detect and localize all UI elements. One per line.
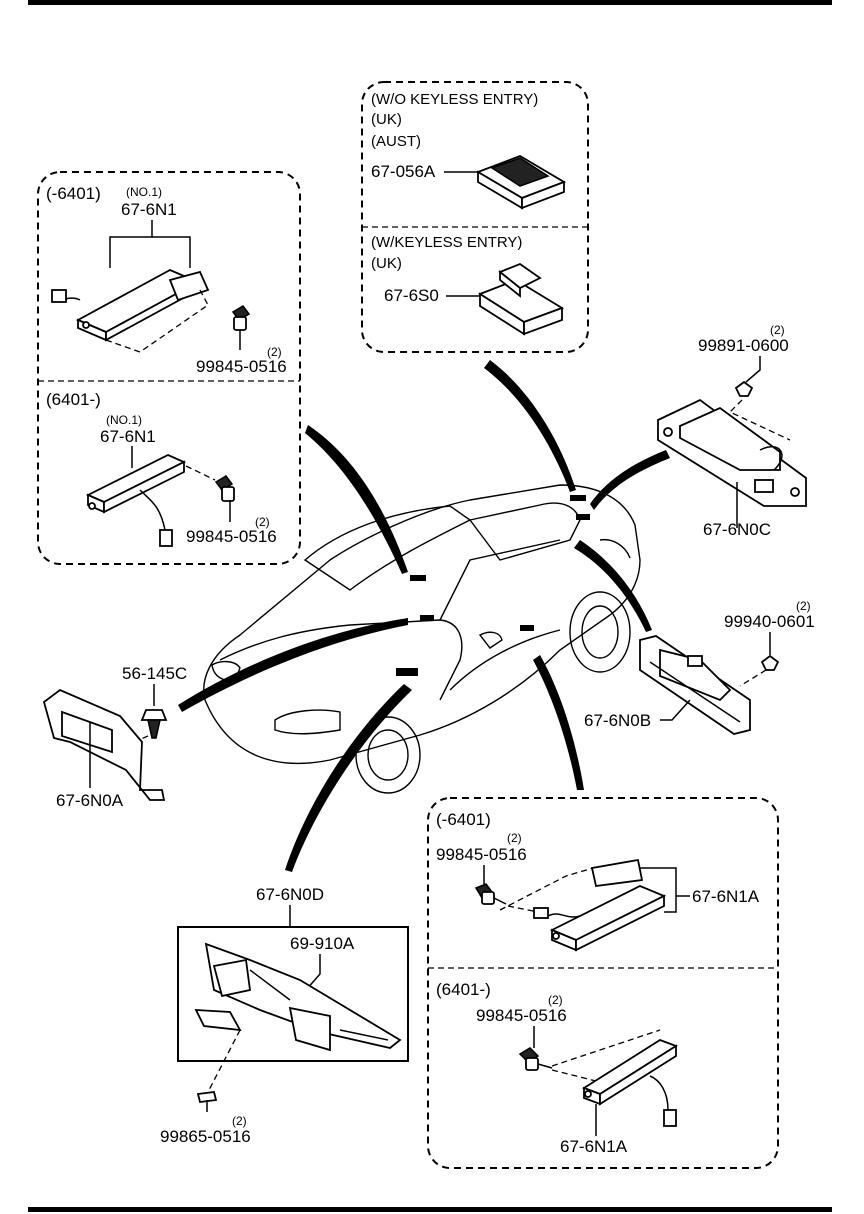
part-group-left: 56-145C 67-6N0A bbox=[42, 664, 187, 810]
clip-icon bbox=[140, 709, 168, 739]
housing-part-icon bbox=[194, 942, 402, 1052]
assembly-number: 67-6N0D bbox=[256, 885, 324, 904]
range-label: (6401-) bbox=[436, 980, 491, 999]
bottom-rule bbox=[28, 1207, 832, 1212]
qty-label: (2) bbox=[267, 345, 282, 359]
panel-bottom-right: (-6401) (2) 99845-0516 67-6N1A (6401-) (… bbox=[427, 797, 779, 1169]
bolt-icon bbox=[474, 883, 507, 905]
antenna-part-icon bbox=[581, 1039, 679, 1127]
screw-number: 99865-0516 bbox=[160, 1127, 251, 1146]
bolt-icon bbox=[518, 1047, 553, 1071]
part-number: 67-6N0C bbox=[703, 520, 771, 539]
antenna-part-icon bbox=[533, 858, 667, 952]
condition-label: (UK) bbox=[371, 111, 402, 128]
part-number: 67-6N1 bbox=[121, 200, 177, 219]
condition-label: (W/KEYLESS ENTRY) bbox=[371, 234, 522, 251]
no-label: (NO.1) bbox=[126, 185, 162, 199]
switch-part-icon bbox=[478, 262, 565, 336]
clip-number: 56-145C bbox=[122, 664, 187, 683]
range-label: (-6401) bbox=[436, 810, 491, 829]
nut-number: 99940-0601 bbox=[724, 612, 815, 631]
part-number: 67-056A bbox=[371, 162, 436, 181]
screw-icon bbox=[196, 1091, 218, 1112]
leader-swoosh bbox=[574, 540, 652, 632]
bolt-icon bbox=[214, 475, 235, 522]
bolt-icon bbox=[231, 305, 251, 350]
bracket-part-icon bbox=[639, 635, 751, 735]
car-illustration bbox=[203, 484, 641, 794]
leader-swoosh bbox=[484, 360, 576, 492]
qty-label: (2) bbox=[796, 599, 811, 613]
condition-label: (AUST) bbox=[371, 133, 421, 150]
part-number: 67-6N0B bbox=[584, 711, 651, 730]
panel-top-center: (W/O KEYLESS ENTRY) (UK) (AUST) 67-056A … bbox=[361, 81, 589, 353]
panel-bottom-center: 67-6N0D 69-910A (2) 99865-0516 bbox=[160, 885, 409, 1146]
qty-label: (2) bbox=[548, 993, 563, 1007]
panel-top-left: (-6401) (NO.1) 67-6N1 (2) 99845-0516 (64… bbox=[37, 171, 301, 565]
condition-label: (UK) bbox=[371, 255, 402, 272]
part-number: 67-6S0 bbox=[384, 286, 439, 305]
leader-swoosh bbox=[590, 450, 670, 510]
nut-icon bbox=[760, 654, 780, 671]
qty-label: (2) bbox=[232, 1114, 247, 1128]
bolt-number: 99845-0516 bbox=[196, 357, 287, 376]
bolt-number: 99845-0516 bbox=[436, 845, 527, 864]
bolt-number: 99845-0516 bbox=[476, 1006, 567, 1025]
bracket-part-icon bbox=[42, 688, 166, 801]
leader-swoosh bbox=[285, 684, 412, 872]
part-number: 67-6N1A bbox=[692, 887, 760, 906]
part-number: 67-6N0A bbox=[56, 791, 124, 810]
nut-icon bbox=[734, 380, 754, 397]
bolt-number: 99845-0516 bbox=[186, 527, 277, 546]
leader-swoosh bbox=[533, 655, 584, 790]
part-group-right-middle: (2) 99940-0601 67-6N0B bbox=[584, 599, 815, 735]
part-number: 67-6N1 bbox=[100, 427, 156, 446]
condition-label: (W/O KEYLESS ENTRY) bbox=[371, 91, 538, 108]
part-number: 67-6N1A bbox=[560, 1137, 628, 1156]
qty-label: (2) bbox=[770, 323, 785, 337]
no-label: (NO.1) bbox=[106, 413, 142, 427]
range-label: (6401-) bbox=[46, 390, 101, 409]
part-group-right-upper: (2) 99891-0600 67-6N0C bbox=[657, 323, 807, 539]
range-label: (-6401) bbox=[46, 184, 101, 203]
antenna-part-icon bbox=[85, 454, 187, 547]
antenna-part-icon bbox=[51, 269, 210, 342]
leader-swoosh bbox=[305, 425, 408, 574]
part-number: 69-910A bbox=[290, 934, 355, 953]
qty-label: (2) bbox=[507, 831, 522, 845]
leader-swoosh bbox=[178, 618, 408, 712]
nut-number: 99891-0600 bbox=[698, 336, 789, 355]
bracket-part-icon bbox=[657, 398, 807, 507]
switch-part-icon bbox=[475, 155, 567, 210]
qty-label: (2) bbox=[255, 515, 270, 529]
top-rule bbox=[28, 0, 832, 5]
